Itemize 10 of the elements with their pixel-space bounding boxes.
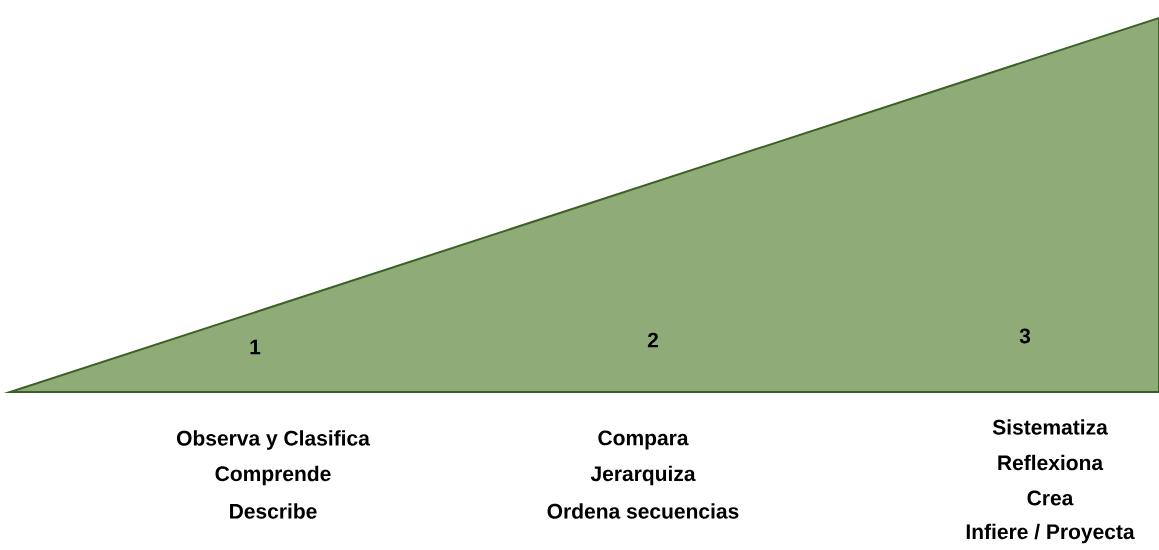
label: Comprende [215,465,331,486]
label: Sistematiza [992,419,1108,435]
label: Describe [230,503,317,519]
label: Compara [598,430,689,450]
label: Crea [1027,490,1074,506]
label: Jerarquiza [590,465,696,486]
label: Observa y Clasifica [177,430,370,450]
label: Reflexiona [998,454,1104,471]
label: Ordena secuencias [547,503,739,519]
label: Infiere / Proyecta [966,523,1135,544]
